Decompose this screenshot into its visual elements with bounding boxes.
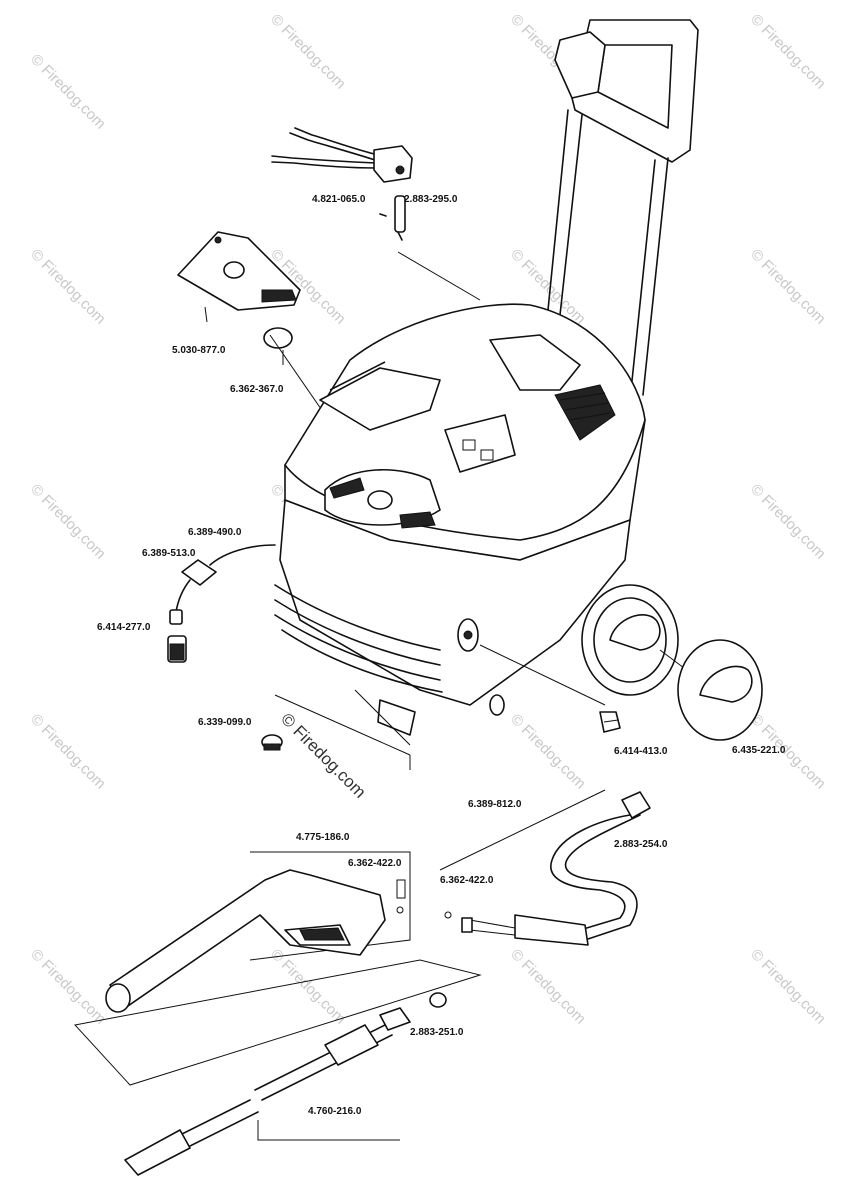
label-6362-367: 6.362-367.0 — [230, 384, 284, 395]
label-6389-513: 6.389-513.0 — [142, 548, 196, 559]
machine-body — [274, 303, 646, 746]
watermark: © Firedog.com — [27, 51, 109, 133]
spray-lance — [74, 959, 482, 1176]
pressure-hose — [439, 789, 651, 946]
watermark: © Firedog.com — [507, 711, 589, 793]
fuse-part — [379, 195, 481, 301]
suction-hose — [167, 544, 276, 663]
watermark: © Firedog.com — [27, 246, 109, 328]
label-2883-295: 2.883-295.0 — [404, 194, 458, 205]
label-6414-277: 6.414-277.0 — [97, 622, 151, 633]
label-4760-216: 4.760-216.0 — [308, 1106, 362, 1117]
cable-harness — [271, 127, 413, 183]
part-labels: 4.821-065.0 2.883-295.0 5.030-877.0 6.36… — [97, 194, 786, 1117]
label-6362-422-hose: 6.362-422.0 — [440, 875, 494, 886]
label-4775-186: 4.775-186.0 — [296, 832, 350, 843]
center-watermark: © Firedog.com — [277, 709, 369, 801]
watermark: © Firedog.com — [747, 11, 829, 93]
label-6339-099: 6.339-099.0 — [198, 717, 252, 728]
label-2883-251: 2.883-251.0 — [410, 1027, 464, 1038]
watermark: © Firedog.com — [267, 11, 349, 93]
label-4821-065: 4.821-065.0 — [312, 194, 366, 205]
watermark: © Firedog.com — [27, 946, 109, 1028]
label-5030-877: 5.030-877.0 — [172, 345, 226, 356]
label-2883-254: 2.883-254.0 — [614, 839, 668, 850]
watermark: © Firedog.com — [747, 481, 829, 563]
label-6414-413: 6.414-413.0 — [614, 746, 668, 757]
push-handle — [547, 19, 699, 401]
watermark: © Firedog.com — [27, 481, 109, 563]
label-6389-490: 6.389-490.0 — [188, 527, 242, 538]
top-cover — [177, 231, 301, 323]
label-6435-221: 6.435-221.0 — [732, 745, 786, 756]
wheel — [581, 584, 763, 741]
label-6362-422-gun: 6.362-422.0 — [348, 858, 402, 869]
watermark: © Firedog.com — [507, 946, 589, 1028]
watermark: © Firedog.com — [747, 946, 829, 1028]
filter-part — [261, 694, 411, 770]
trigger-gun — [105, 851, 452, 1013]
watermark: © Firedog.com — [747, 246, 829, 328]
connector-nut — [599, 711, 621, 733]
label-6389-812: 6.389-812.0 — [468, 799, 522, 810]
watermark: © Firedog.com — [27, 711, 109, 793]
